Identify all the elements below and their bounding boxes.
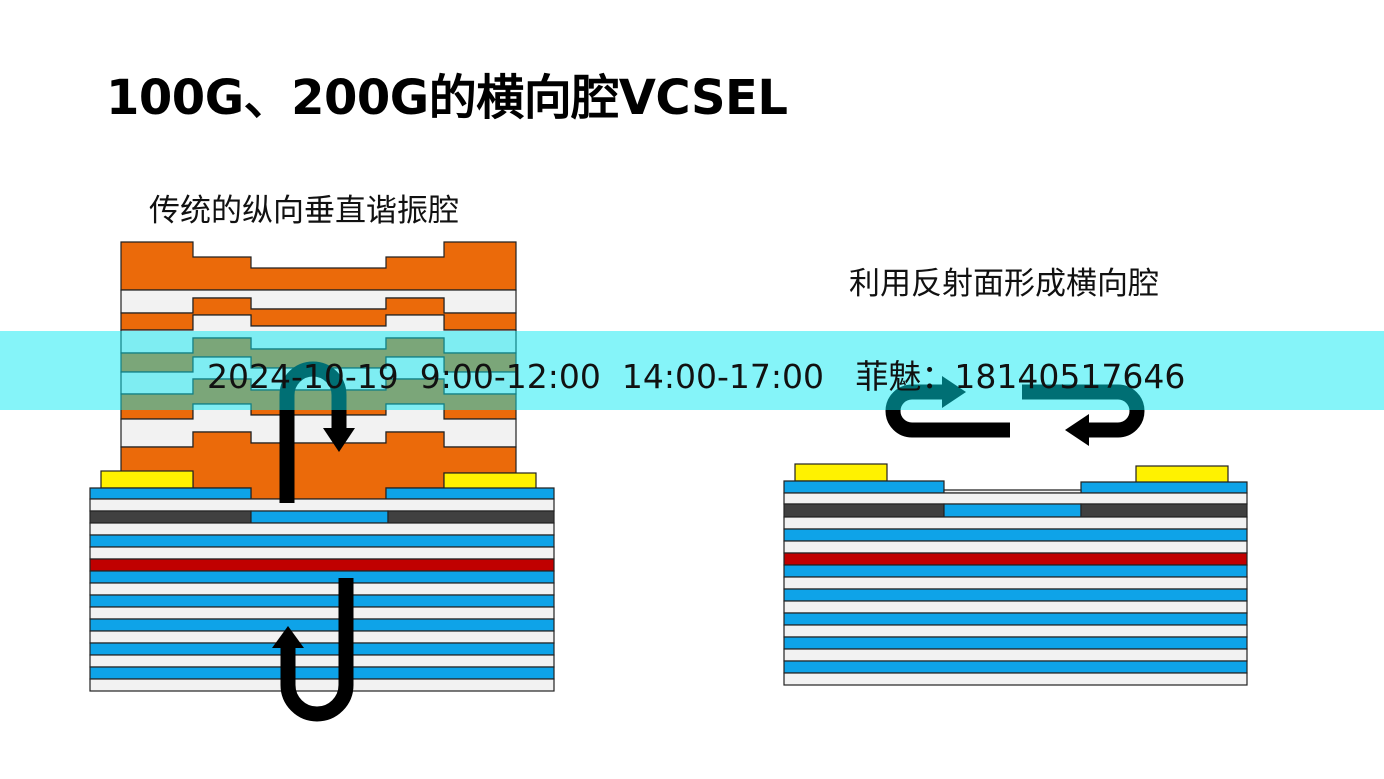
- right-stack-layer: [783, 564, 1248, 578]
- right-stack-layer: [783, 672, 1248, 686]
- right-contact-pad: [1135, 465, 1229, 484]
- left-stack-layer: [89, 666, 555, 680]
- right-stack-layer: [783, 576, 1248, 590]
- left-top-dbr-layer: [120, 241, 517, 291]
- right-hook-arrow: [1022, 384, 1145, 438]
- right-diagram-caption: 利用反射面形成横向腔: [849, 266, 1159, 302]
- left-hook-arrowhead: [942, 376, 966, 408]
- right-stack-layer: [783, 624, 1248, 638]
- right-stack-layer: [783, 528, 1248, 542]
- right-aperture-layer: [943, 503, 1082, 518]
- left-stack-layer: [89, 630, 555, 644]
- left-stack-layer: [89, 534, 555, 548]
- right-stack-layer: [783, 636, 1248, 650]
- right-stack-layer: [783, 492, 1248, 505]
- bottom-arrowhead: [272, 626, 304, 648]
- left-hook-arrow: [885, 384, 1010, 438]
- left-light-path-arrows: [272, 361, 355, 722]
- left-stack-layer: [89, 654, 555, 668]
- left-stack-layer: [89, 618, 555, 632]
- bottom-u-turn-arrow: [280, 578, 354, 722]
- left-contact-pad: [100, 470, 194, 489]
- left-stack-layer: [89, 570, 555, 584]
- left-oxide-layer: [387, 510, 555, 524]
- right-lateral-cavity-diagram: [783, 463, 1248, 686]
- left-stack-layer: [89, 487, 252, 500]
- right-stack-layer: [783, 588, 1248, 602]
- left-stack-layer: [89, 546, 555, 560]
- left-vertical-cavity-diagram: [89, 241, 555, 692]
- right-stack-layer: [783, 648, 1248, 662]
- left-stack-layer: [89, 678, 555, 692]
- left-stack-layer: [89, 522, 555, 536]
- left-aperture-layer: [250, 510, 389, 524]
- right-stack-layer: [783, 600, 1248, 614]
- left-diagram-caption: 传统的纵向垂直谐振腔: [149, 193, 459, 229]
- right-active-layer: [783, 552, 1248, 566]
- right-stack-layer: [1080, 481, 1248, 494]
- left-oxide-layer: [89, 510, 252, 524]
- left-stack-layer: [89, 606, 555, 620]
- left-stack-layer: [89, 642, 555, 656]
- watermark-banner: [0, 331, 1384, 410]
- left-stack-layer: [89, 594, 555, 608]
- top-u-turn-arrow: [279, 361, 347, 503]
- right-hook-arrowhead: [1065, 414, 1089, 446]
- right-stack-layer: [783, 540, 1248, 554]
- slide-title: 100G、200G的横向腔VCSEL: [106, 70, 788, 126]
- left-stack-layer: [89, 498, 555, 512]
- right-oxide-layer: [1080, 503, 1248, 518]
- left-stack-layer: [89, 582, 555, 596]
- right-light-path-arrows: [885, 376, 1145, 446]
- left-stack-layer: [385, 487, 555, 500]
- right-stack-layer: [783, 660, 1248, 674]
- right-contact-pad: [794, 463, 888, 482]
- top-arrowhead: [323, 428, 355, 452]
- right-stack-layer: [783, 612, 1248, 626]
- right-stack-layer: [783, 480, 945, 494]
- right-stack-layer: [783, 516, 1248, 530]
- watermark-banner-text: 2024-10-19 9:00-12:00 14:00-17:00 菲魅：181…: [207, 357, 1186, 396]
- left-active-layer: [89, 558, 555, 572]
- right-oxide-layer: [783, 503, 945, 518]
